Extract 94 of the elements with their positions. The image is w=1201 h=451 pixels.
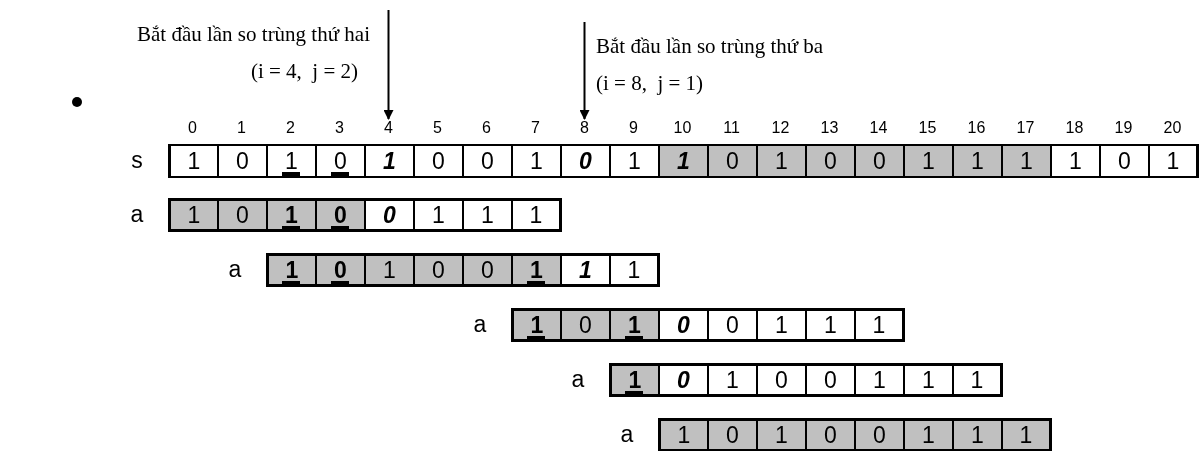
annotation-text: (i = 4, j = 2) bbox=[249, 58, 359, 85]
digit-cell: 1 bbox=[1001, 144, 1052, 178]
digit-cell: 1 bbox=[854, 308, 905, 342]
digit-cell: 1 bbox=[511, 308, 562, 342]
index-number: 3 bbox=[334, 119, 345, 137]
digit-cell: 1 bbox=[903, 418, 954, 451]
digit-cell: 1 bbox=[805, 308, 856, 342]
digit-cell: 1 bbox=[364, 144, 415, 178]
digit-cell: 0 bbox=[315, 253, 366, 287]
annotation-text: (i = 8, j = 1) bbox=[596, 70, 705, 97]
digit-cell: 1 bbox=[952, 363, 1003, 397]
digit-cell: 1 bbox=[609, 308, 660, 342]
digit-cell: 0 bbox=[560, 144, 611, 178]
digit-cell: 1 bbox=[511, 253, 562, 287]
digit-cell: 1 bbox=[413, 198, 464, 232]
digit-cell: 1 bbox=[168, 198, 219, 232]
digit-cell: 1 bbox=[511, 198, 562, 232]
digit-cell: 1 bbox=[266, 253, 317, 287]
digit-cell: 0 bbox=[217, 144, 268, 178]
digit-cell: 1 bbox=[168, 144, 219, 178]
digit-cell: 1 bbox=[756, 418, 807, 451]
digit-cell: 1 bbox=[952, 144, 1003, 178]
index-number: 17 bbox=[1015, 119, 1036, 137]
digit-cell: 1 bbox=[462, 198, 513, 232]
digit-cell: 0 bbox=[707, 308, 758, 342]
digit-cell: 1 bbox=[364, 253, 415, 287]
row-label: a bbox=[472, 311, 488, 338]
index-number: 1 bbox=[236, 119, 247, 137]
digit-cell: 0 bbox=[1099, 144, 1150, 178]
digit-cell: 0 bbox=[315, 198, 366, 232]
index-number: 13 bbox=[819, 119, 840, 137]
digit-cell: 0 bbox=[560, 308, 611, 342]
index-number: 7 bbox=[530, 119, 541, 137]
index-number: 16 bbox=[966, 119, 987, 137]
digit-cell: 0 bbox=[658, 363, 709, 397]
index-number: 9 bbox=[628, 119, 639, 137]
digit-cell: 0 bbox=[462, 144, 513, 178]
row-label: s bbox=[130, 147, 144, 174]
index-number: 12 bbox=[770, 119, 791, 137]
digit-cell: 0 bbox=[413, 144, 464, 178]
digit-cell: 1 bbox=[854, 363, 905, 397]
index-number: 0 bbox=[187, 119, 198, 137]
arrow bbox=[579, 21, 590, 120]
digit-cell: 0 bbox=[364, 198, 415, 232]
digit-cell: 0 bbox=[462, 253, 513, 287]
digit-cell: 1 bbox=[560, 253, 611, 287]
index-number: 11 bbox=[722, 119, 741, 137]
digit-cell: 1 bbox=[266, 144, 317, 178]
digit-cell: 0 bbox=[217, 198, 268, 232]
digit-cell: 1 bbox=[756, 144, 807, 178]
digit-cell: 1 bbox=[609, 144, 660, 178]
index-number: 2 bbox=[285, 119, 296, 137]
digit-cell: 1 bbox=[1148, 144, 1199, 178]
index-number: 19 bbox=[1113, 119, 1134, 137]
digit-cell: 1 bbox=[658, 418, 709, 451]
index-number: 5 bbox=[432, 119, 443, 137]
digit-cell: 0 bbox=[707, 418, 758, 451]
index-number: 15 bbox=[917, 119, 938, 137]
digit-cell: 0 bbox=[805, 418, 856, 451]
digit-cell: 1 bbox=[609, 253, 660, 287]
digit-cell: 0 bbox=[805, 363, 856, 397]
digit-cell: 0 bbox=[658, 308, 709, 342]
index-number: 14 bbox=[868, 119, 889, 137]
annotation-text: Bắt đầu lần so trùng thứ ba bbox=[596, 33, 825, 60]
digit-cell: 0 bbox=[413, 253, 464, 287]
annotation-text: Bắt đầu lần so trùng thứ hai bbox=[136, 21, 370, 48]
row-label: a bbox=[570, 366, 586, 393]
digit-cell: 0 bbox=[854, 418, 905, 451]
digit-cell: 0 bbox=[756, 363, 807, 397]
arrow bbox=[383, 9, 394, 120]
digit-cell: 1 bbox=[266, 198, 317, 232]
digit-cell: 1 bbox=[756, 308, 807, 342]
digit-cell: 1 bbox=[903, 363, 954, 397]
index-number: 10 bbox=[672, 119, 693, 137]
row-label: a bbox=[227, 256, 243, 283]
digit-cell: 1 bbox=[609, 363, 660, 397]
row-label: a bbox=[619, 421, 635, 448]
digit-cell: 0 bbox=[854, 144, 905, 178]
digit-cell: 0 bbox=[707, 144, 758, 178]
digit-cell: 1 bbox=[1001, 418, 1052, 451]
row-label: a bbox=[129, 201, 145, 228]
index-number: 4 bbox=[364, 119, 413, 137]
digit-cell: 1 bbox=[1050, 144, 1101, 178]
digit-cell: 1 bbox=[952, 418, 1003, 451]
index-number: 6 bbox=[481, 119, 492, 137]
index-number: 18 bbox=[1064, 119, 1085, 137]
digit-cell: 1 bbox=[658, 144, 709, 178]
digit-cell: 1 bbox=[511, 144, 562, 178]
digit-cell: 0 bbox=[805, 144, 856, 178]
index-number: 8 bbox=[560, 119, 609, 137]
digit-cell: 0 bbox=[315, 144, 366, 178]
digit-cell: 1 bbox=[903, 144, 954, 178]
digit-cell: 1 bbox=[707, 363, 758, 397]
index-number: 20 bbox=[1162, 119, 1183, 137]
